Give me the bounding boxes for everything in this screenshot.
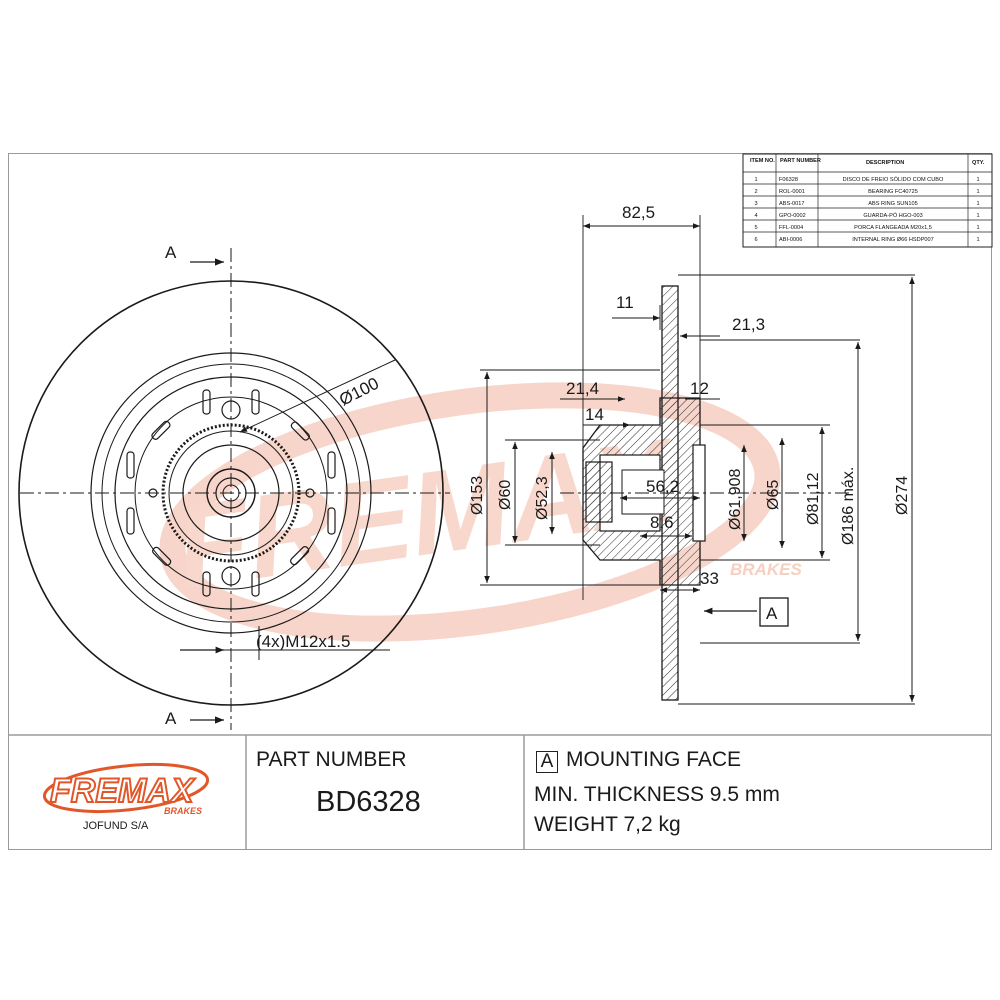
- table-header-item: ITEM NO.: [750, 158, 775, 164]
- dim-dia-65: Ø65: [765, 480, 782, 510]
- table-cell: GPO-0002: [779, 213, 806, 219]
- bolt-circle-dim: Ø100: [336, 374, 382, 410]
- weight-text: WEIGHT 7,2 kg: [534, 813, 681, 836]
- dim-dia-186: Ø186 máx.: [840, 467, 857, 545]
- table-cell: INTERNAL RING Ø66 HSDP007: [852, 237, 934, 243]
- dim-dia-52: Ø52,3: [534, 476, 551, 520]
- table-cell: 1: [976, 237, 979, 243]
- disc-outer-circle: [18, 280, 444, 706]
- dim-dia-274: Ø274: [894, 476, 911, 515]
- table-cell: 1: [976, 189, 979, 195]
- brand-logo: FREMAX BRAKES: [42, 763, 210, 816]
- table-cell: FFL-0004: [779, 225, 803, 231]
- logo-text: FREMAX: [50, 772, 196, 810]
- dim-flange-offset: 11: [616, 293, 634, 312]
- dim-bore-depth: 14: [585, 405, 604, 424]
- section-label-bottom: A: [165, 709, 177, 728]
- mounting-face-marker: A: [536, 751, 558, 773]
- table-cell: ROL-0001: [779, 189, 805, 195]
- bearing-seat: [585, 461, 613, 523]
- logo-subtext: BRAKES: [164, 806, 202, 816]
- hat-circle: [101, 363, 361, 623]
- table-cell: 1: [976, 177, 979, 183]
- table-header-part: PART NUMBER: [780, 158, 821, 164]
- dim-hub-height: 33: [700, 569, 719, 588]
- table-header-qty: QTY.: [972, 160, 985, 166]
- section-label-top: A: [165, 243, 177, 262]
- datum-letter: A: [766, 604, 778, 623]
- table-header-desc: DESCRIPTION: [866, 160, 904, 166]
- dim-seat-width: 8,6: [650, 513, 674, 532]
- min-thickness-text: MIN. THICKNESS 9.5 mm: [534, 783, 780, 806]
- table-cell: 4: [754, 213, 757, 219]
- table-cell: DISCO DE FREIO SÓLIDO COM CUBO: [843, 176, 944, 183]
- disc-friction-inner: [90, 352, 372, 634]
- front-view: [18, 248, 450, 730]
- company-name: JOFUND S/A: [83, 820, 149, 832]
- bolt-hole: [148, 488, 158, 498]
- mounting-face-text: MOUNTING FACE: [566, 748, 742, 771]
- table-cell: ABS RING SUN105: [868, 201, 917, 207]
- section-view: [480, 215, 915, 705]
- table-cell: 2: [754, 189, 757, 195]
- datum-box: [759, 597, 789, 627]
- table-cell: PORCA FLANGEADA M20x1,5: [854, 225, 932, 231]
- table-cell: BEARING FC40725: [868, 189, 918, 195]
- abs-ring: [161, 423, 301, 563]
- table-cell: GUARDA-PÓ HGO-003: [863, 212, 922, 219]
- dim-hub-step: 21,4: [566, 379, 599, 398]
- dim-dia-153: Ø153: [469, 476, 486, 515]
- part-number-value: BD6328: [316, 786, 421, 818]
- table-cell: 6: [754, 237, 757, 243]
- table-cell: 5: [754, 225, 757, 231]
- dim-dia-60: Ø60: [497, 480, 514, 510]
- table-cell: 1: [976, 201, 979, 207]
- dim-bearing-width: 56,2: [646, 477, 679, 496]
- thread-callout: (4x)M12x1.5: [256, 632, 350, 651]
- dim-disc-thickness: 21,3: [732, 315, 765, 334]
- dim-dia-61: Ø61,908: [727, 469, 744, 530]
- table-cell: 1: [976, 213, 979, 219]
- table-cell: ABS-0017: [779, 201, 805, 207]
- bore-circle: [215, 477, 247, 509]
- watermark-subtext: BRAKES: [730, 560, 802, 579]
- part-number-label: PART NUMBER: [256, 748, 407, 771]
- table-cell: ABI-0006: [779, 237, 802, 243]
- dim-dia-81: Ø81,12: [805, 472, 822, 525]
- bolt-hole: [221, 400, 241, 420]
- drawing-frame: [8, 153, 992, 850]
- dim-hub-lip: 12: [690, 379, 709, 398]
- bolt-hole: [221, 566, 241, 586]
- table-cell: F06328: [779, 177, 798, 183]
- table-cell: 1: [976, 225, 979, 231]
- title-block-lines: [8, 734, 992, 850]
- bolt-hole: [305, 488, 315, 498]
- table-cell: 3: [754, 201, 757, 207]
- table-cell: 1: [754, 177, 757, 183]
- dim-width-overall: 82,5: [622, 203, 655, 222]
